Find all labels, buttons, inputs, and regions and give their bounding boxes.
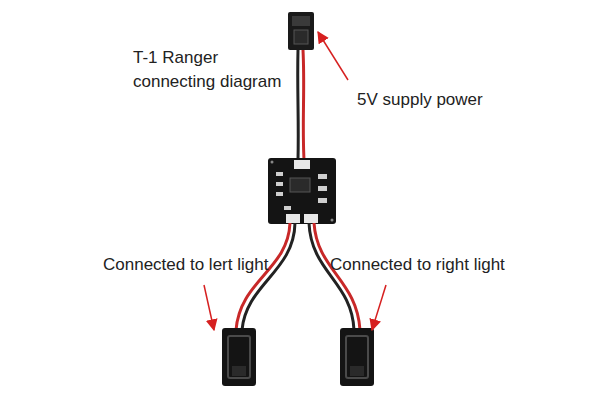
pad (331, 219, 334, 222)
plug-latch (346, 336, 368, 378)
controller-board (268, 158, 336, 224)
leader-arrow (372, 285, 386, 330)
pcb (268, 158, 336, 224)
supply-plug (288, 12, 314, 50)
plug-latch (228, 336, 250, 378)
plug-latch (294, 30, 308, 44)
chip (290, 178, 310, 192)
plug-socket (350, 366, 364, 376)
black-wire (242, 223, 295, 330)
smd-part (318, 186, 327, 191)
plug-housing (340, 328, 374, 386)
smd-part (276, 192, 283, 196)
plug-socket (232, 366, 246, 376)
header (286, 214, 300, 223)
right-plug (340, 328, 374, 386)
callout-label: Connected to lert light (103, 253, 268, 277)
header (294, 160, 310, 169)
supply-wires (298, 50, 304, 160)
header (304, 214, 318, 223)
pad (271, 161, 274, 164)
smd-part (318, 174, 327, 179)
smd-part (318, 198, 327, 203)
smd-part (276, 182, 283, 186)
leader-arrow (318, 32, 348, 80)
callout-label: 5V supply power (357, 88, 483, 112)
plug-housing (288, 12, 314, 50)
red-wire (314, 223, 360, 330)
plug-socket (292, 16, 310, 26)
callout-label: Connected to right light (330, 253, 505, 277)
plug-housing (222, 328, 256, 386)
black-wire (296, 50, 300, 160)
leader-arrow (204, 285, 214, 330)
red-wire (303, 50, 304, 160)
left-plug (222, 328, 256, 386)
diagram-title: T-1 Ranger connecting diagram (133, 46, 293, 94)
smd-part (276, 172, 283, 176)
smd-part (284, 206, 291, 210)
output-wires (236, 223, 360, 330)
